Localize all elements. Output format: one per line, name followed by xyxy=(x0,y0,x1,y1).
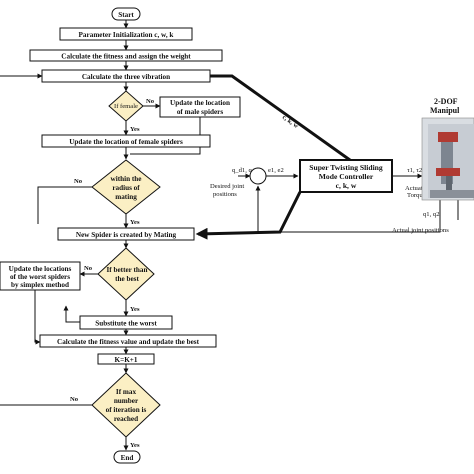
desired-symbols: q_d1, q_d2 xyxy=(232,167,262,174)
controller-block: Super Twisting Sliding Mode Controller c… xyxy=(299,159,393,193)
if-better-yes-label: Yes xyxy=(130,306,140,313)
end-label: End xyxy=(121,454,134,462)
torque-label-line2: Torques xyxy=(407,192,429,199)
actual-label: Actual joint positions xyxy=(392,227,449,234)
within-radius-no-label: No xyxy=(74,178,83,185)
substitute-worst-label: Substitute the worst xyxy=(95,320,157,328)
process-k-increment: K=K+1 xyxy=(97,353,155,365)
controller-params: c, k, w xyxy=(336,181,357,190)
summing-junction xyxy=(249,167,267,185)
process-calc-fitness-weight: Calculate the fitness and assign the wei… xyxy=(29,49,223,62)
max-iter-line1: If max xyxy=(116,388,137,396)
new-spider-label: New Spider is created by Mating xyxy=(76,231,177,239)
max-iter-line2: number xyxy=(114,397,139,405)
torque-label-line1: Actuating xyxy=(405,185,432,192)
within-radius-line3: mating xyxy=(115,193,137,201)
process-substitute-worst: Substitute the worst xyxy=(79,315,173,330)
process-update-male: Update the location of male spiders xyxy=(159,96,241,118)
update-worst-line1: Update the locations xyxy=(9,265,72,273)
max-iter-no-label: No xyxy=(70,396,79,403)
if-better-line2: the best xyxy=(115,275,139,283)
update-worst-line3: by simplex method xyxy=(11,281,69,289)
process-param-init: Parameter Initialization c, w, k xyxy=(59,27,193,41)
if-female-label: If female xyxy=(114,103,138,110)
process-update-worst: Update the locations of the worst spider… xyxy=(0,261,81,291)
if-better-no-label: No xyxy=(84,265,93,272)
process-calc-fitness-update-best: Calculate the fitness value and update t… xyxy=(39,334,217,348)
manipulator-title-line2: Manipul xyxy=(430,106,460,115)
if-better-line1: If better than xyxy=(107,266,148,274)
param-init-label: Parameter Initialization c, w, k xyxy=(79,31,174,39)
process-calc-vibration: Calculate the three vibration xyxy=(41,69,211,83)
controller-title-line2: Mode Controller xyxy=(319,172,374,181)
max-iter-line4: reached xyxy=(114,415,138,423)
controller-title-line1: Super Twisting Sliding xyxy=(309,163,383,172)
calc-fitness-update-best-label: Calculate the fitness value and update t… xyxy=(57,338,200,346)
calc-fitness-weight-label: Calculate the fitness and assign the wei… xyxy=(61,53,191,61)
update-male-line1: Update the location xyxy=(170,99,230,107)
within-radius-yes-label: Yes xyxy=(130,219,140,226)
robot-manipulator-image xyxy=(421,117,474,201)
if-female-yes-label: Yes xyxy=(130,126,140,133)
calc-vibration-label: Calculate the three vibration xyxy=(82,73,170,81)
manipulator-title-line1: 2-DOF xyxy=(434,97,458,106)
flow-connectors xyxy=(0,20,201,451)
desired-label-line2: positions xyxy=(213,191,237,198)
update-male-line2: of male spiders xyxy=(177,108,224,116)
within-radius-line1: within the xyxy=(111,175,142,183)
if-female-no-label: No xyxy=(146,98,155,105)
process-new-spider: New Spider is created by Mating xyxy=(57,227,195,241)
within-radius-line2: radius of xyxy=(112,184,140,192)
terminal-end: End xyxy=(113,450,141,464)
terminal-start: Start xyxy=(111,7,141,21)
k-increment-label: K=K+1 xyxy=(115,356,138,364)
desired-label-line1: Desired joint xyxy=(210,183,244,190)
start-label: Start xyxy=(118,11,134,19)
control-connectors xyxy=(195,74,459,240)
error-label: e1, e2 xyxy=(268,167,284,174)
decision-if-female: If female xyxy=(108,90,144,122)
actual-symbols: q1, q2 xyxy=(423,211,439,218)
update-female-label: Update the location of female spiders xyxy=(69,138,183,146)
update-worst-line2: of the worst spiders xyxy=(10,273,70,281)
decision-within-radius: within the radius of mating xyxy=(91,159,161,215)
torque-symbols: τ1, τ2 xyxy=(407,167,422,174)
decision-max-iteration: If max number of iteration is reached xyxy=(91,372,161,438)
process-update-female: Update the location of female spiders xyxy=(41,134,211,148)
max-iter-yes-label: Yes xyxy=(130,442,140,449)
max-iter-line3: of iteration is xyxy=(106,406,147,414)
decision-if-better: If better than the best xyxy=(97,247,155,301)
